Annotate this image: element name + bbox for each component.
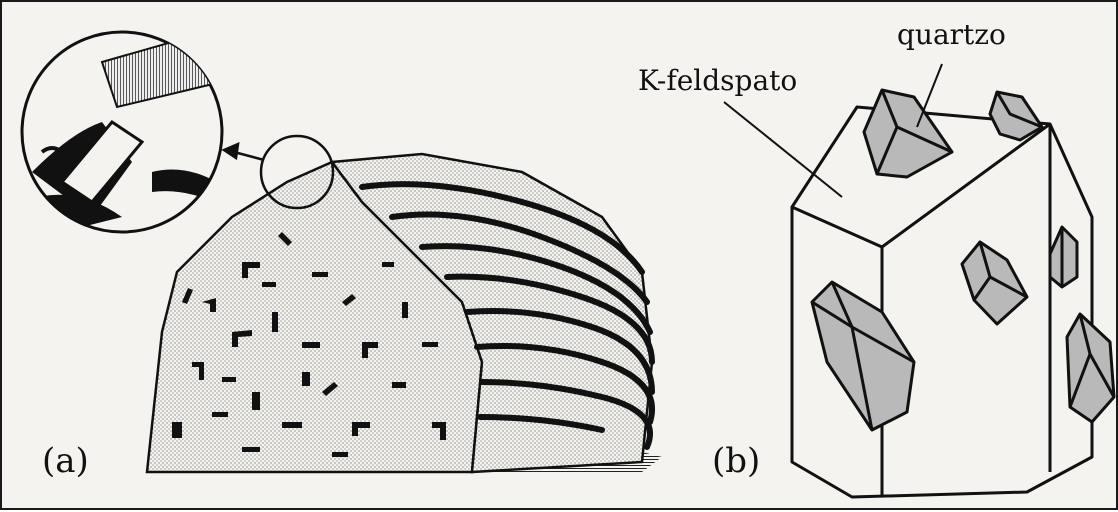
k-feldspar-label: K-feldspato bbox=[638, 64, 797, 97]
quartz-crystal-2 bbox=[990, 92, 1042, 140]
quartz-crystal-6 bbox=[1067, 314, 1114, 422]
panel-b-label: (b) bbox=[712, 441, 760, 481]
quartz-label: quartzo bbox=[897, 18, 1006, 51]
zoom-inset bbox=[22, 22, 242, 242]
zoom-arrow bbox=[224, 144, 264, 160]
panel-a-graphic-granite: (a) bbox=[22, 22, 662, 481]
panel-a-label: (a) bbox=[42, 441, 89, 481]
panel-b-crystal-diagram bbox=[724, 64, 1114, 497]
k-feldspar-leader bbox=[724, 102, 842, 197]
